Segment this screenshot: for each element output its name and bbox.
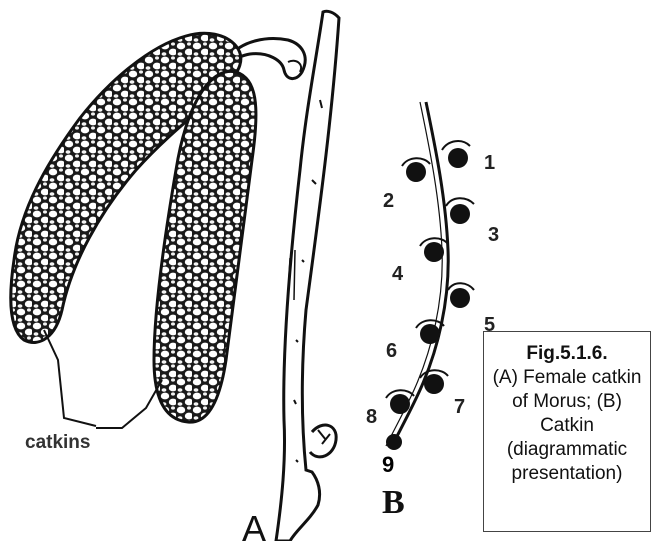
panel-label-a: A xyxy=(242,508,266,541)
flower-number-6: 6 xyxy=(386,340,397,363)
flower-3 xyxy=(446,198,474,224)
flower-2 xyxy=(402,158,430,182)
flower-number-3: 3 xyxy=(488,224,499,247)
flower-number-4: 4 xyxy=(392,263,403,286)
figure-caption-text: (A) Female catkin of Morus; (B) Catkin (… xyxy=(488,366,646,486)
figure-caption-title: Fig.5.1.6. xyxy=(488,342,646,366)
flower-6 xyxy=(416,320,444,344)
panel-label-b: B xyxy=(382,484,405,522)
figure-caption-box: Fig.5.1.6. (A) Female catkin of Morus; (… xyxy=(483,331,651,532)
flower-number-1: 1 xyxy=(484,152,495,175)
flower-5 xyxy=(448,283,474,308)
flower-7 xyxy=(420,370,448,394)
flower-9 xyxy=(386,434,402,450)
flower-number-9: 9 xyxy=(382,452,394,478)
flower-number-8: 8 xyxy=(366,406,377,429)
flower-1 xyxy=(442,141,470,168)
catkins-pointer-lines xyxy=(44,330,162,428)
flower-4 xyxy=(420,238,448,262)
flower-number-2: 2 xyxy=(383,190,394,213)
flower-number-7: 7 xyxy=(454,396,465,419)
catkins-label: catkins xyxy=(25,432,90,454)
